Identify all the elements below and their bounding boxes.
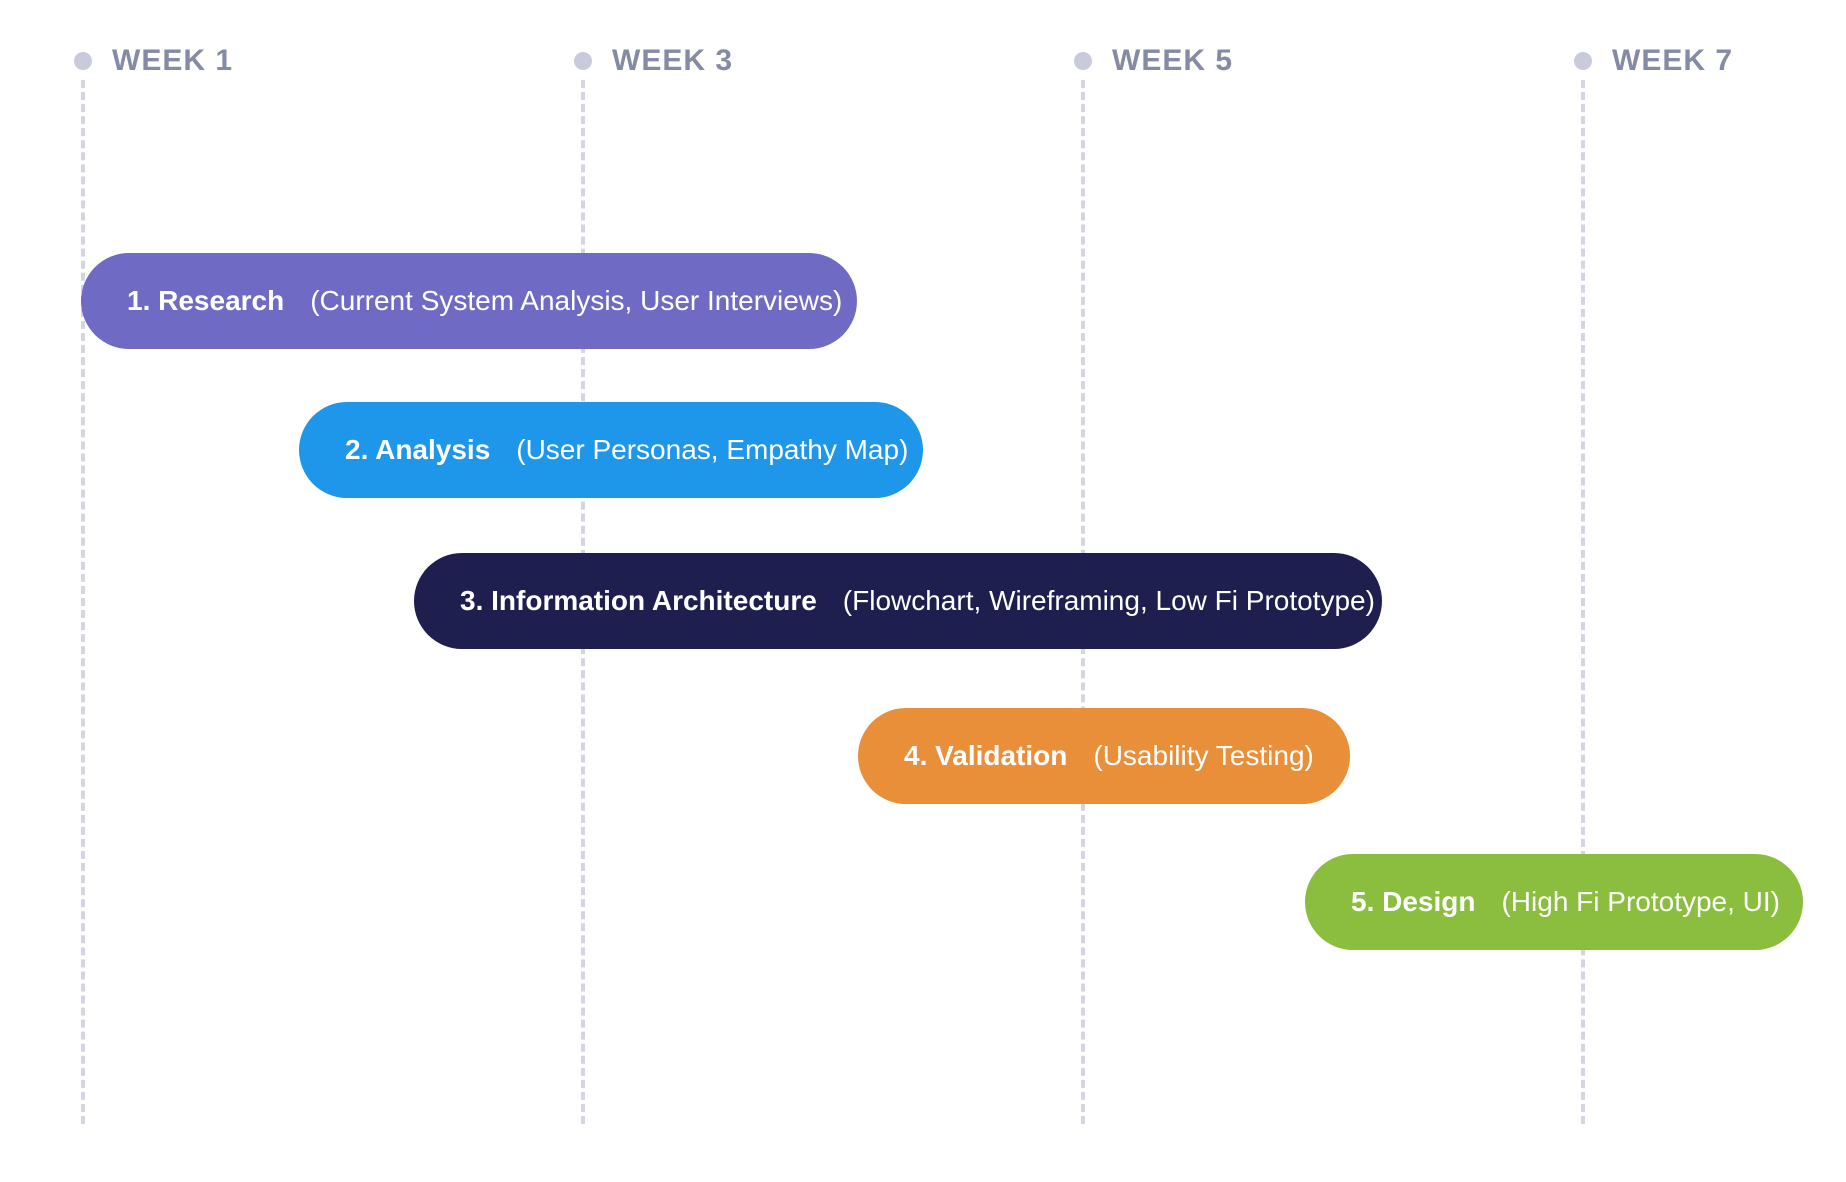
- week-label: WEEK 5: [1112, 44, 1234, 77]
- phase-title: 5. Design: [1351, 886, 1476, 917]
- week-gridline: [81, 80, 85, 1124]
- week-gridline: [1581, 80, 1585, 1124]
- phase-title: 1. Research: [127, 285, 285, 316]
- week-label: WEEK 1: [112, 44, 234, 77]
- week-label: WEEK 3: [612, 44, 734, 77]
- phase-title: 4. Validation: [904, 740, 1068, 771]
- week-label: WEEK 7: [1612, 44, 1734, 77]
- phase-design: 5. Design (High Fi Prototype, UI): [1305, 854, 1803, 950]
- phase-detail: (User Personas, Empathy Map): [516, 434, 909, 465]
- phase-detail: (High Fi Prototype, UI): [1501, 886, 1781, 917]
- phase-research: 1. Research (Current System Analysis, Us…: [81, 253, 857, 349]
- phase-analysis: 2. Analysis (User Personas, Empathy Map): [299, 402, 923, 498]
- phase-title: 3. Information Architecture: [460, 585, 817, 616]
- week-dot-icon: [574, 52, 592, 70]
- phase-information-architecture: 3. Information Architecture (Flowchart, …: [414, 553, 1382, 649]
- week-dot-icon: [1574, 52, 1592, 70]
- phase-title: 2. Analysis: [345, 434, 491, 465]
- phase-validation: 4. Validation (Usability Testing): [858, 708, 1350, 804]
- phase-detail: (Flowchart, Wireframing, Low Fi Prototyp…: [842, 585, 1375, 616]
- week-dot-icon: [74, 52, 92, 70]
- phase-detail: (Usability Testing): [1093, 740, 1314, 771]
- phase-detail: (Current System Analysis, User Interview…: [310, 285, 843, 316]
- week-dot-icon: [1074, 52, 1092, 70]
